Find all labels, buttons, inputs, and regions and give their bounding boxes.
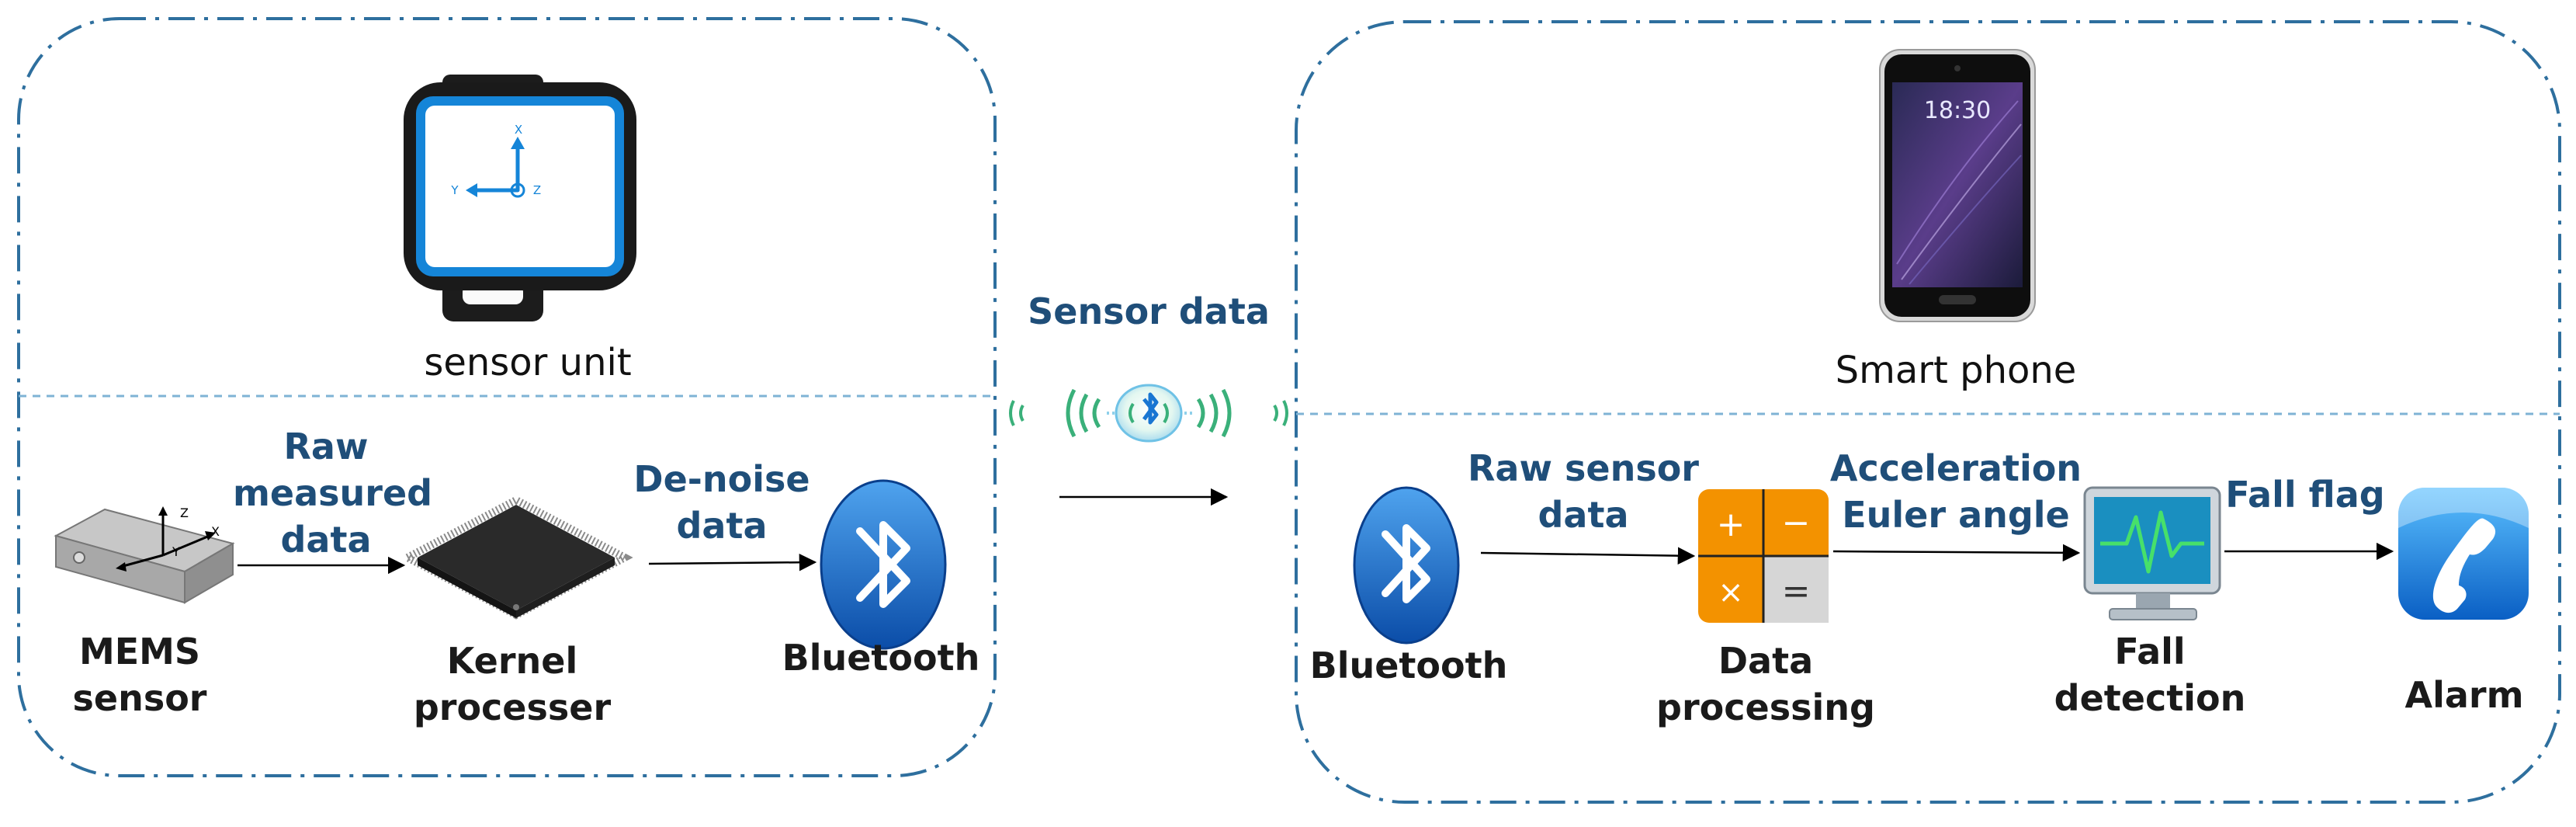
kernel-processer-label: Kernel processer [413,640,612,728]
raw-measured-data-label: Raw measured data [233,426,433,561]
mems-sensor-label: MEMS sensor [72,631,207,719]
data-processing-icon: + − × = [1698,489,1829,623]
fall-detection-monitor-icon [2083,486,2221,620]
mems-sensor-icon [54,506,235,604]
svg-text:=: = [1782,572,1811,611]
fall-detection-label: Fall detection [2054,631,2246,719]
svg-text:+: + [1717,505,1746,544]
smart-phone-image [1879,49,2036,322]
smart-phone-title: Smart phone [1835,349,2077,392]
acceleration-euler-angle-label: Acceleration Euler angle [1829,447,2082,536]
raw-sensor-data-label: Raw sensor data [1468,447,1699,536]
bluetooth-label-left: Bluetooth [782,637,980,679]
mems-axis-z-label: Z [180,506,189,520]
data-processing-label: Data processing [1656,640,1875,728]
sensor-unit-title: sensor unit [424,341,632,384]
sensor-data-label: Sensor data [1028,290,1270,332]
arrow-acceleration-euler [1832,544,2081,562]
wireless-signal-icon [1009,384,1288,443]
wearable-sensor-image [404,75,636,321]
sensor-axis-z-label: Z [533,183,541,197]
phone-clock: 18:30 [1924,97,1991,124]
svg-text:×: × [1718,575,1744,610]
alarm-phone-icon [2398,488,2529,620]
bluetooth-icon-left [820,479,947,650]
mems-axis-x-label: X [211,524,220,539]
arrow-raw-sensor-data [1480,547,1696,565]
sensor-axis-y-label: Y [450,183,459,197]
alarm-label: Alarm [2404,674,2524,716]
smart-phone-panel [1295,20,2561,804]
de-noise-data-label: De-noise data [633,458,810,547]
fall-flag-label: Fall flag [2225,474,2385,516]
arrow-de-noise-data [648,553,817,572]
kernel-processor-icon [399,495,633,620]
mems-axis-y-label: Y [172,544,180,559]
sensor-axis-x-label: X [515,123,522,137]
bluetooth-icon-right [1353,486,1460,645]
svg-text:−: − [1782,503,1811,543]
bluetooth-label-right: Bluetooth [1309,645,1508,686]
